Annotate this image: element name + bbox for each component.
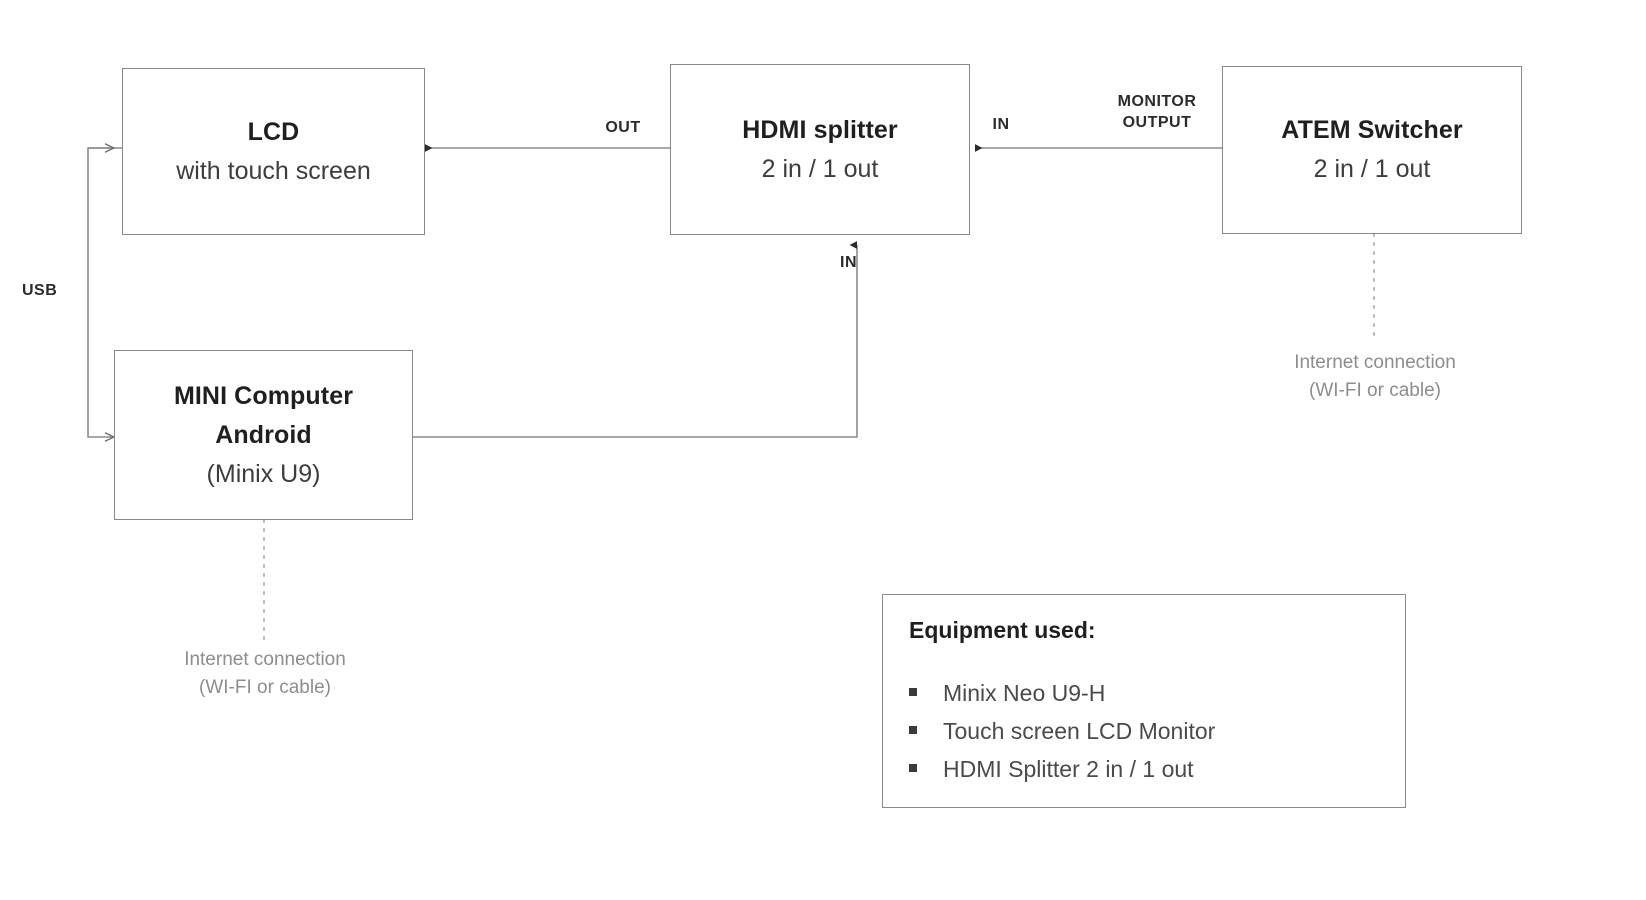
node-hdmi-splitter-subtitle: 2 in / 1 out	[761, 154, 879, 183]
list-item: Minix Neo U9-H	[909, 674, 1379, 712]
equipment-legend-list: Minix Neo U9-H Touch screen LCD Monitor …	[909, 674, 1379, 788]
wire-mini-to-splitter-in	[413, 241, 858, 438]
node-mini-computer-subtitle: (Minix U9)	[206, 459, 321, 488]
list-item-label: Touch screen LCD Monitor	[943, 718, 1216, 744]
edge-label-monitor-output: MONITOR OUTPUT	[1117, 93, 1197, 131]
node-mini-computer[interactable]: MINI Computer Android (Minix U9)	[114, 350, 413, 520]
node-lcd-title: LCD	[247, 117, 300, 146]
list-item: Touch screen LCD Monitor	[909, 712, 1379, 750]
bullet-icon	[909, 726, 917, 734]
note-atem-internet-connection: Internet connection (WI-FI or cable)	[1294, 352, 1456, 401]
note-mini-internet-connection: Internet connection (WI-FI or cable)	[184, 649, 346, 698]
edge-label-in-from-atem: IN	[992, 116, 1010, 133]
edge-label-out: OUT	[605, 119, 641, 136]
bullet-icon	[909, 764, 917, 772]
equipment-legend-title: Equipment used:	[909, 617, 1096, 643]
node-mini-computer-title-line1: MINI Computer	[173, 381, 354, 410]
node-mini-computer-title-line2: Android	[215, 420, 312, 449]
node-atem-switcher-title: ATEM Switcher	[1281, 116, 1463, 144]
node-atem-switcher[interactable]: ATEM Switcher 2 in / 1 out	[1222, 66, 1522, 234]
edge-label-usb: USB	[22, 282, 58, 299]
bullet-icon	[909, 688, 917, 696]
list-item-label: Minix Neo U9-H	[943, 680, 1106, 706]
node-lcd-subtitle: with touch screen	[176, 156, 371, 185]
node-atem-switcher-subtitle: 2 in / 1 out	[1313, 155, 1431, 183]
list-item-label: HDMI Splitter 2 in / 1 out	[943, 756, 1194, 782]
node-hdmi-splitter-title: HDMI splitter	[742, 115, 898, 144]
list-item: HDMI Splitter 2 in / 1 out	[909, 750, 1379, 788]
edge-label-in-from-mini: IN	[840, 254, 857, 271]
node-lcd[interactable]: LCD with touch screen	[122, 68, 425, 235]
equipment-legend: Equipment used: Minix Neo U9-H Touch scr…	[882, 594, 1406, 808]
node-hdmi-splitter[interactable]: HDMI splitter 2 in / 1 out	[670, 64, 970, 235]
